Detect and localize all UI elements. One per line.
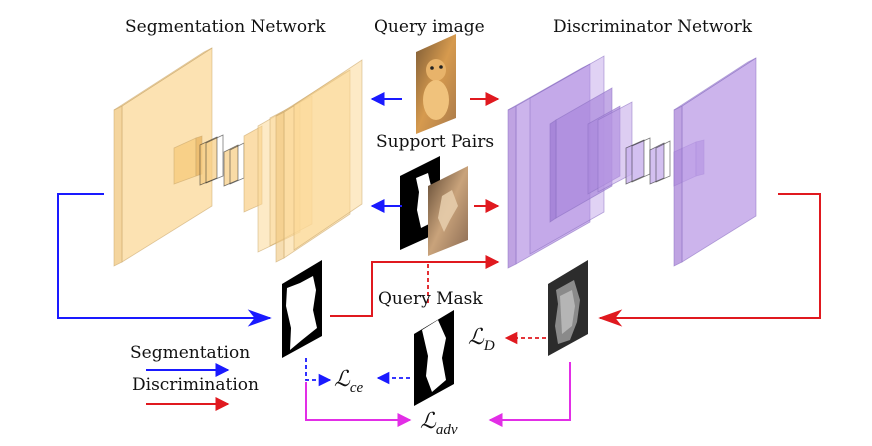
segmentation-output-arrow <box>57 193 272 327</box>
discriminator-confidence-map <box>548 260 588 356</box>
discriminator-output-arrow <box>598 193 821 327</box>
segmentation-network <box>113 47 363 267</box>
loss-adv-label: ℒadv <box>420 408 458 438</box>
query-image-title: Query image <box>374 17 485 37</box>
discriminator-network-title: Discriminator Network <box>553 17 753 37</box>
support-pair-image <box>428 166 468 256</box>
loss-ce-label: ℒce <box>334 366 364 396</box>
mask-to-loss-ce-arrow <box>305 358 332 387</box>
loss-d-label: ℒD <box>468 324 495 354</box>
query-mask <box>414 310 454 406</box>
query-image <box>416 34 456 134</box>
discriminator-network <box>507 55 757 269</box>
legend-discrimination-label: Discrimination <box>132 375 259 395</box>
support-pairs-title: Support Pairs <box>376 132 494 152</box>
mask-to-discriminator-arrow <box>330 255 500 317</box>
legend-segmentation-label: Segmentation <box>130 343 250 363</box>
mask-to-loss-adv-arrow <box>305 382 412 427</box>
query-mask-title: Query Mask <box>378 289 483 309</box>
segmentation-network-title: Segmentation Network <box>125 17 326 37</box>
legend: Segmentation Discrimination <box>130 343 259 411</box>
confidence-to-loss-adv-arrow <box>488 362 571 427</box>
predicted-mask <box>282 260 322 358</box>
